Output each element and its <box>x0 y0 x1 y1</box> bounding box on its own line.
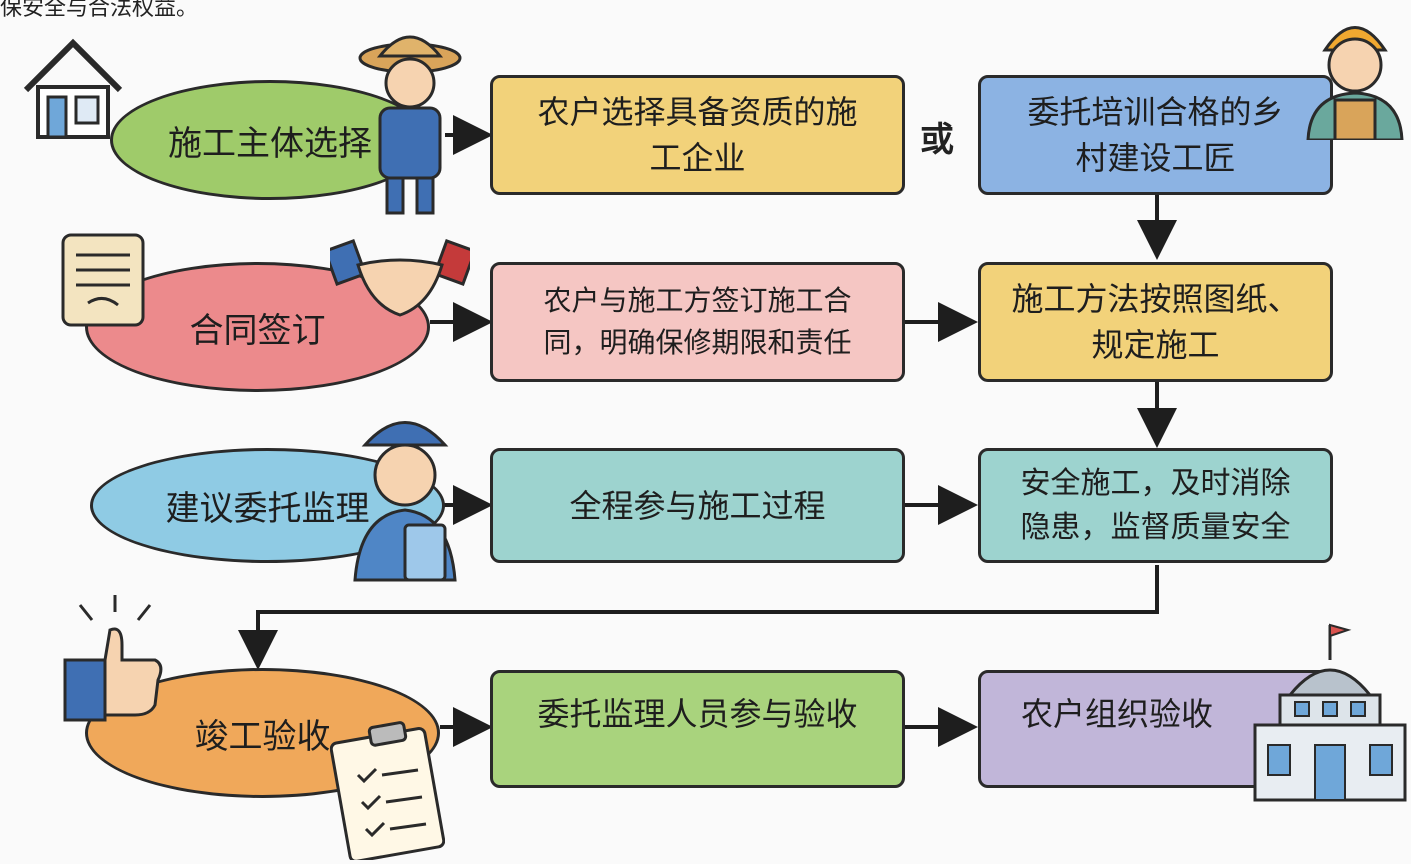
step-select-qualified-company: 农户选择具备资质的施工企业 <box>490 75 905 195</box>
stage-label: 竣工验收 <box>194 716 331 757</box>
government-building-icon <box>1253 623 1407 802</box>
stage-label: 施工主体选择 <box>168 123 372 164</box>
step-sign-contract: 农户与施工方签订施工合同，明确保修期限和责任 <box>490 262 905 382</box>
contract-scroll-icon <box>61 233 145 327</box>
farmer-icon <box>358 35 462 215</box>
step-participate-whole-process: 全程参与施工过程 <box>490 448 905 563</box>
step-build-per-drawings: 施工方法按照图纸、规定施工 <box>978 262 1333 382</box>
stage-label: 合同签订 <box>189 310 326 351</box>
or-connector: 或 <box>920 120 954 160</box>
worker-hardhat-icon <box>1306 26 1404 140</box>
step-supervisor-acceptance: 委托监理人员参与验收 <box>490 670 905 788</box>
checklist-clipboard-icon <box>330 721 445 860</box>
stage-construction-subject: 施工主体选择 <box>110 80 430 200</box>
step-entrust-craftsman: 委托培训合格的乡村建设工匠 <box>978 75 1333 195</box>
house-icon <box>23 38 123 139</box>
handshake-icon <box>330 238 470 317</box>
thumbs-up-icon <box>63 595 163 722</box>
arrow-return <box>238 565 1159 670</box>
step-safe-construction: 安全施工，及时消除隐患，监督质量安全 <box>978 448 1333 563</box>
intro-text: 保安全与合法权益。 <box>0 0 199 21</box>
stage-label: 建议委托监理 <box>165 489 370 529</box>
inspector-icon <box>353 421 457 582</box>
